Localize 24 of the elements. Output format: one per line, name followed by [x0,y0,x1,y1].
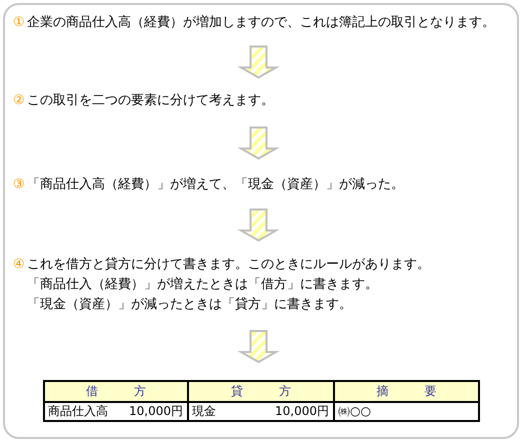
step-text: 「商品仕入（経費）」が増えたときは「借方」に書きます。 [27,277,378,293]
step-text: この取引を二つの要素に分けて考えます。 [27,93,274,109]
journal-table [43,380,480,422]
step-text: 「商品仕入高（経費）」が増えて、「現金（資産）」が減った。 [27,177,404,193]
step-number: ② [13,93,25,109]
block-arrow [237,208,280,242]
step-text: これを借方と貸方に分けて書きます。このときにルールがあります。 [27,257,430,273]
column-header: 貸 方 [231,383,291,400]
block-arrow [237,126,280,160]
column-header: 借 方 [86,383,146,400]
step-number: ④ [13,257,25,273]
column-header: 摘 要 [376,383,436,400]
amount: 10,000円 [129,403,183,420]
step-number: ③ [13,177,25,193]
account-name: 現金 [192,403,216,420]
block-arrow [237,330,280,364]
note-text: ㈱○○ [338,403,371,420]
rounded-panel [3,3,519,439]
account-name: 商品仕入高 [48,403,108,420]
step-text: 企業の商品仕入高（経費）が増加しますので、これは簿記上の取引となります。 [27,15,495,31]
block-arrow [237,46,280,79]
amount: 10,000円 [275,403,329,420]
step-number: ① [13,15,25,31]
step-text: 「現金（資産）」が減ったときは「貸方」に書きます。 [27,297,352,313]
